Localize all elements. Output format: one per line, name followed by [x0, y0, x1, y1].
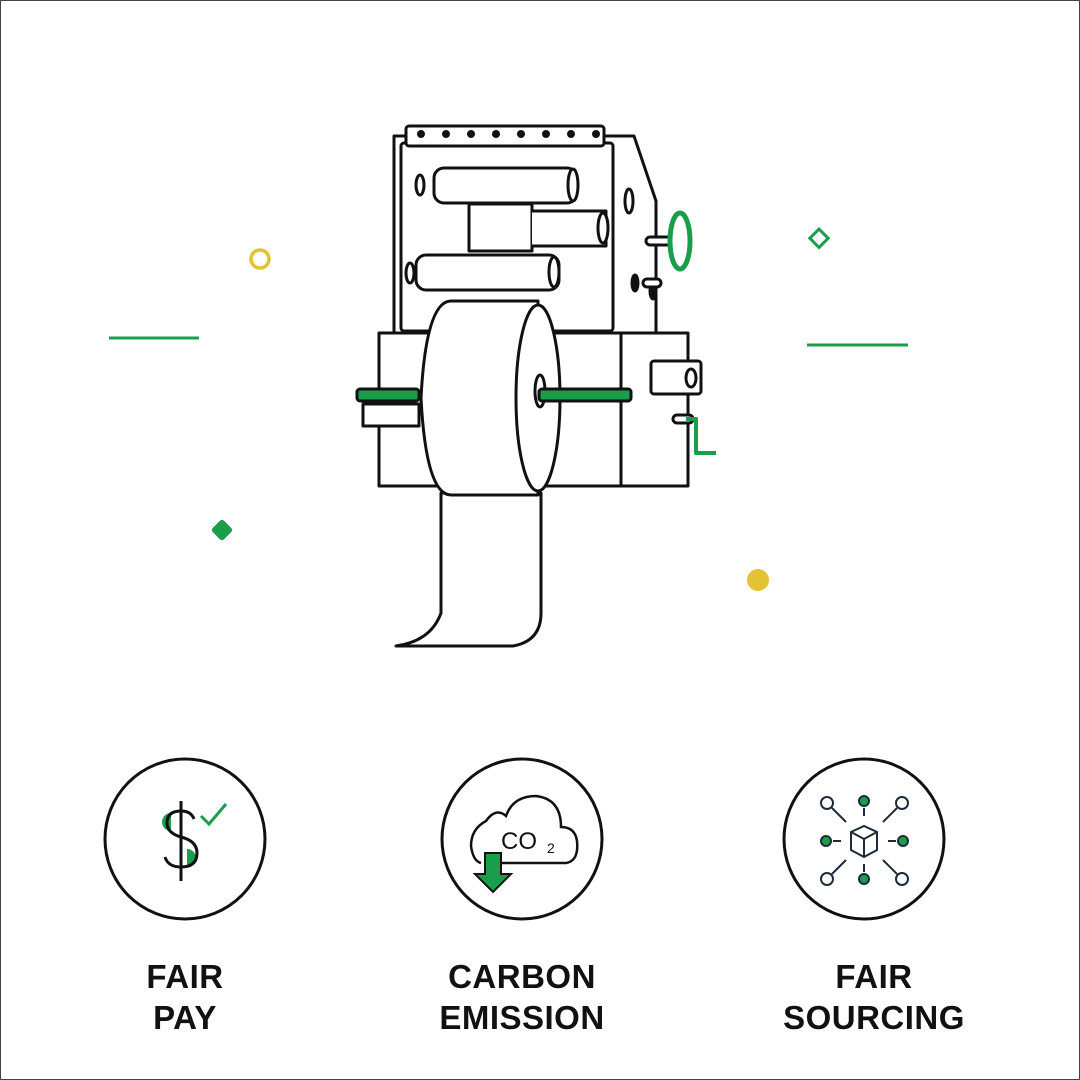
co2-cloud-down-icon: CO 2 — [440, 757, 604, 921]
feature-label-carbon-emission: CARBON EMISSION — [372, 956, 672, 1038]
co2-subscript: 2 — [547, 840, 555, 856]
label-line-2: SOURCING — [783, 999, 965, 1036]
dollar-check-icon — [103, 757, 267, 921]
co2-text: CO — [501, 828, 537, 855]
label-line-2: EMISSION — [439, 999, 605, 1036]
sourcing-network-icon — [782, 757, 946, 921]
yellow-dot-decoration — [747, 569, 769, 591]
green-diamond-decoration — [211, 519, 233, 541]
label-printer-machine-icon — [355, 124, 716, 648]
label-line-1: FAIR — [146, 958, 224, 995]
label-line-2: PAY — [153, 999, 217, 1036]
feature-label-fair-sourcing: FAIR SOURCING — [724, 956, 1024, 1038]
feature-label-fair-pay: FAIR PAY — [35, 956, 335, 1038]
yellow-ring-decoration — [249, 248, 271, 270]
label-line-1: FAIR — [835, 958, 913, 995]
label-line-1: CARBON — [448, 958, 596, 995]
green-diamond-outline-decoration — [807, 226, 831, 250]
